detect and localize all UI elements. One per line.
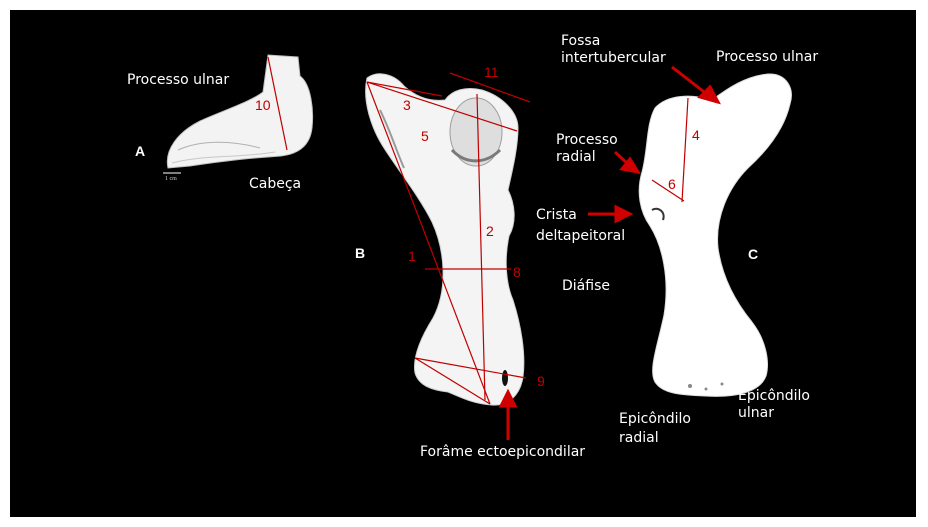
label-epi-ulnar-line1: Epicôndilo [738, 388, 810, 405]
measurement-2: 2 [486, 223, 494, 239]
measurement-8: 8 [513, 264, 521, 280]
measurement-10: 10 [255, 97, 271, 113]
label-fossa-line2: intertubercular [561, 50, 666, 67]
panel-label-a: A [135, 143, 145, 159]
label-a-cabeca: Cabeça [249, 176, 301, 193]
label-processo-radial-line1: Processo [556, 132, 618, 149]
measurement-6: 6 [668, 176, 676, 192]
label-epi-ulnar-line2: ulnar [738, 405, 774, 422]
label-epi-radial-line2: radial [619, 430, 659, 447]
panel-label-c: C [748, 246, 758, 262]
label-crista-line2: deltapeitoral [536, 228, 625, 245]
label-epi-radial-line1: Epicôndilo [619, 411, 691, 428]
measurement-11: 11 [484, 64, 499, 80]
measurement-1: 1 [408, 248, 416, 264]
measurement-9: 9 [537, 373, 545, 389]
forame-hole [502, 370, 508, 386]
measurement-3: 3 [403, 97, 411, 113]
bone-c-humerus [639, 74, 791, 396]
label-diafise: Diáfise [562, 278, 610, 295]
label-c-processo-ulnar: Processo ulnar [716, 49, 818, 66]
measurement-4: 4 [692, 127, 700, 143]
label-forame: Forâme ectoepicondilar [420, 444, 585, 461]
measurement-5: 5 [421, 128, 429, 144]
scale-bar-label: 1 cm [165, 176, 177, 182]
panel-label-b: B [355, 245, 365, 261]
label-processo-radial-line2: radial [556, 149, 596, 166]
label-a-processo-ulnar: Processo ulnar [127, 72, 229, 89]
label-crista-line1: Crista [536, 207, 577, 224]
label-fossa-line1: Fossa [561, 33, 600, 50]
